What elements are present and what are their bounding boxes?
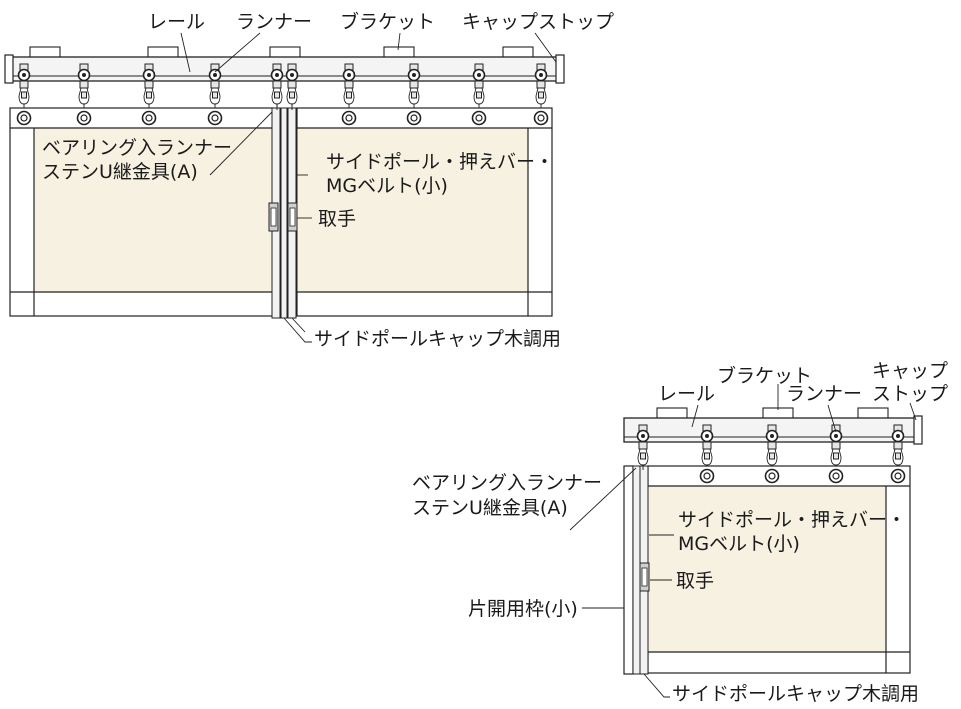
bottom-cap-stop-label-line1: キャップ [872, 360, 948, 382]
bottom-curtain [647, 465, 911, 674]
bottom-side-pole-cap-label: サイドポールキャップ木調用 [672, 683, 919, 705]
bottom-frame-label: 片開用枠(小) [468, 598, 578, 620]
bottom-runner-label: ランナー [786, 383, 862, 405]
bottom-handle-label: 取手 [676, 570, 714, 592]
top-rail [4, 46, 565, 84]
top-leader-lines [180, 32, 557, 343]
top-handle-label: 取手 [318, 208, 356, 230]
bottom-side-pole-label-line1: サイドポール・押えバー・ [678, 509, 906, 531]
top-diagram: レール ランナー ブラケット キャップストップ ベアリング入ランナー ステンU継… [4, 10, 614, 350]
bottom-bearing-runner-label-line1: ベアリング入ランナー [412, 472, 602, 494]
bottom-leader-lines [569, 384, 917, 698]
top-bearing-runner-label-line2: ステンU継金具(A) [42, 161, 198, 183]
top-side-pole-cap-label: サイドポールキャップ木調用 [314, 328, 561, 350]
bottom-side-pole-label-line2: MGベルト(小) [678, 533, 800, 555]
top-runner-label: ランナー [236, 11, 312, 33]
bottom-cap-stop-label-line2: ストップ [872, 383, 948, 405]
top-bracket-label: ブラケット [340, 10, 435, 33]
top-side-pole-label-line2: MGベルト(小) [326, 175, 448, 197]
bottom-bearing-runner-label-line2: ステンU継金具(A) [412, 497, 568, 519]
top-rail-label: レール [148, 11, 205, 33]
bottom-diagram: ブラケット キャップ ストップ レール ランナー ベアリング入ランナー ステンU… [412, 360, 948, 705]
top-cap-stop-label: キャップストップ [462, 11, 614, 33]
bottom-rail-label: レール [658, 383, 715, 405]
top-bearing-runner-label-line1: ベアリング入ランナー [42, 137, 232, 159]
top-handles [268, 202, 298, 232]
bottom-bracket-label: ブラケット [717, 364, 812, 387]
top-side-pole-label-line1: サイドポール・押えバー・ [326, 151, 554, 173]
top-curtain [9, 107, 553, 317]
bottom-side-pole [623, 465, 650, 675]
